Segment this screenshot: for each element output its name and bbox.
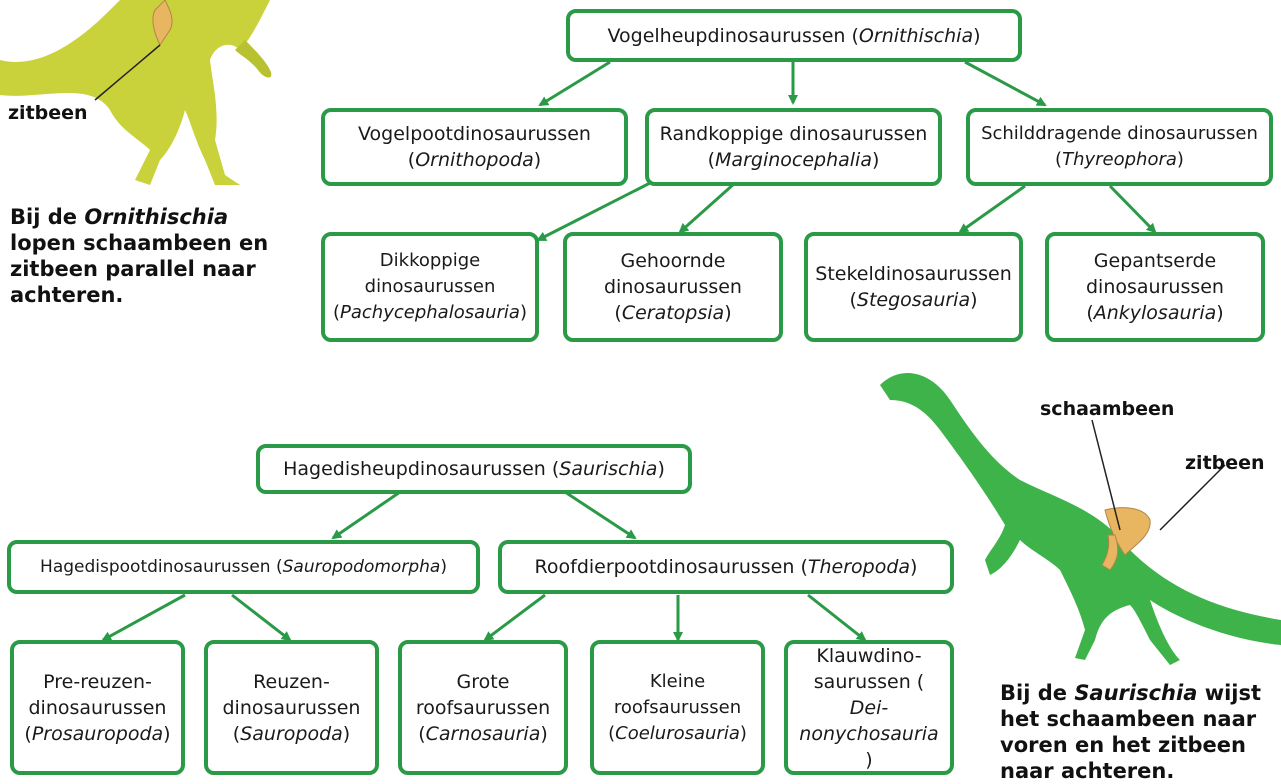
node-saurischia: Hagedisheupdinosaurussen (Saurischia) bbox=[256, 444, 692, 494]
arrow-thero-to-deinony bbox=[808, 595, 865, 640]
node-deino-line2-text: saurussen ( bbox=[814, 669, 924, 695]
node-marginocephalia: Randkoppige dinosaurussen (Marginocephal… bbox=[645, 108, 942, 186]
node-cerat-line1: Gehoornde bbox=[621, 248, 726, 274]
node-cerat-line2: dinosaurussen bbox=[604, 274, 742, 300]
arrow-thyr-to-stego bbox=[960, 186, 1025, 232]
arrow-orn-to-thyreophora bbox=[965, 62, 1045, 105]
node-deino-line2: saurussen (Dei- bbox=[814, 669, 924, 721]
node-theropoda: Roofdierpootdinosaurussen (Theropoda) bbox=[498, 540, 954, 594]
node-carno-line2: roofsaurussen bbox=[416, 695, 550, 721]
node-sauropoda-line2: dinosaurussen bbox=[223, 695, 361, 721]
node-sauropoda-line1: Reuzen- bbox=[253, 669, 330, 695]
node-coeluro-latin: Coelurosauria bbox=[615, 723, 740, 744]
node-ornithischia-text: Vogelheupdinosaurussen (Ornithischia) bbox=[607, 23, 980, 49]
node-pachy-line2: dinosaurussen bbox=[365, 274, 496, 300]
node-pachy-latin: Pachycephalosauria bbox=[340, 302, 520, 323]
node-prosauro-line1: Pre-reuzen- bbox=[43, 669, 152, 695]
node-prosauro-latin-line: (Prosauropoda) bbox=[24, 721, 170, 747]
node-saurischia-latin: Saurischia bbox=[559, 458, 657, 480]
node-coeluro-latin-line: (Coelurosauria) bbox=[608, 721, 747, 747]
arrow-marg-to-cerat bbox=[680, 183, 735, 232]
node-sauropoda: Reuzen- dinosaurussen (Sauropoda) bbox=[204, 640, 379, 775]
node-theropoda-latin: Theropoda bbox=[808, 556, 910, 578]
node-carno-latin: Carnosauria bbox=[426, 723, 541, 745]
node-coeluro-line1: Kleine bbox=[650, 669, 705, 695]
node-ornithopoda-name: Vogelpootdinosaurussen bbox=[358, 121, 591, 147]
node-prosauro-line2: dinosaurussen bbox=[29, 695, 167, 721]
arrow-sauro-to-sauropoda bbox=[232, 595, 290, 640]
node-sauropodomorpha: Hagedispootdinosaurussen (Sauropodomorph… bbox=[7, 540, 480, 594]
node-sauropodomorpha-name: Hagedispootdinosaurussen bbox=[40, 557, 271, 577]
node-sauropodomorpha-text: Hagedispootdinosaurussen (Sauropodomorph… bbox=[40, 554, 447, 580]
node-pachycephalosauria: Dikkoppige dinosaurussen (Pachycephalosa… bbox=[321, 232, 539, 342]
node-cerat-latin: Ceratopsia bbox=[622, 302, 724, 324]
node-ornithopoda: Vogelpootdinosaurussen (Ornithopoda) bbox=[321, 108, 628, 186]
node-cerat-latin-line: (Ceratopsia) bbox=[614, 300, 731, 326]
node-pachy-latin-line: (Pachycephalosauria) bbox=[333, 300, 527, 326]
node-sauropodomorpha-latin: Sauropodomorpha bbox=[283, 557, 441, 577]
node-thyreophora: Schilddragende dinosaurussen (Thyreophor… bbox=[966, 108, 1273, 186]
node-coelurosauria: Kleine roofsaurussen (Coelurosauria) bbox=[590, 640, 765, 775]
node-deino-line3: nonychosauria) bbox=[799, 721, 938, 773]
node-ornithischia: Vogelheupdinosaurussen (Ornithischia) bbox=[566, 9, 1022, 62]
arrow-sauro-to-prosauro bbox=[103, 595, 185, 640]
node-theropoda-name: Roofdierpootdinosaurussen bbox=[535, 556, 795, 578]
node-carnosauria: Grote roofsaurussen (Carnosauria) bbox=[398, 640, 568, 775]
node-ankylosauria: Gepantserde dinosaurussen (Ankylosauria) bbox=[1045, 232, 1265, 342]
node-stegosauria: Stekeldinosaurussen (Stegosauria) bbox=[804, 232, 1023, 342]
node-ankylo-latin-line: (Ankylosauria) bbox=[1086, 300, 1223, 326]
node-marginocephalia-name: Randkoppige dinosaurussen bbox=[660, 121, 928, 147]
node-sauropoda-latin-line: (Sauropoda) bbox=[233, 721, 350, 747]
node-prosauro-latin: Prosauropoda bbox=[32, 723, 163, 745]
node-carno-latin-line: (Carnosauria) bbox=[418, 721, 548, 747]
node-ornithischia-latin: Ornithischia bbox=[859, 25, 973, 47]
node-prosauropoda: Pre-reuzen- dinosaurussen (Prosauropoda) bbox=[10, 640, 185, 775]
arrow-thero-to-carno bbox=[485, 595, 545, 640]
node-marginocephalia-latin: Marginocephalia bbox=[715, 149, 872, 171]
node-marginocephalia-latin-line: (Marginocephalia) bbox=[708, 147, 880, 173]
node-saurischia-name: Hagedisheupdinosaurussen bbox=[283, 458, 546, 480]
node-deino-latin-a: Dei- bbox=[850, 697, 888, 719]
node-deino-latin-b: nonychosauria bbox=[799, 723, 938, 745]
node-deinonychosauria: Klauwdino- saurussen (Dei- nonychosauria… bbox=[784, 640, 954, 775]
node-stego-latin: Stegosauria bbox=[857, 289, 970, 311]
node-ornithopoda-latin-line: (Ornithopoda) bbox=[408, 147, 541, 173]
node-stego-latin-line: (Stegosauria) bbox=[849, 287, 977, 313]
node-thyreophora-latin-line: (Thyreophora) bbox=[1055, 147, 1184, 173]
arrow-thyr-to-ankylo bbox=[1110, 186, 1155, 232]
node-ankylo-latin: Ankylosauria bbox=[1094, 302, 1217, 324]
node-ankylo-line1: Gepantserde bbox=[1094, 248, 1216, 274]
arrow-saur-to-sauropodo bbox=[333, 492, 400, 538]
node-ornithopoda-latin: Ornithopoda bbox=[415, 149, 534, 171]
node-ornithischia-name: Vogelheupdinosaurussen bbox=[607, 25, 845, 47]
node-deino-line3-end: ) bbox=[799, 747, 938, 773]
node-stego-line1: Stekeldinosaurussen bbox=[815, 261, 1011, 287]
node-coeluro-line2: roofsaurussen bbox=[614, 695, 741, 721]
node-thyreophora-name: Schilddragende dinosaurussen bbox=[981, 121, 1258, 147]
node-deino-line1: Klauwdino- bbox=[816, 643, 921, 669]
node-ankylo-line2: dinosaurussen bbox=[1086, 274, 1224, 300]
node-theropoda-text: Roofdierpootdinosaurussen (Theropoda) bbox=[535, 554, 918, 580]
node-sauropoda-latin: Sauropoda bbox=[240, 723, 343, 745]
arrow-orn-to-ornithopoda bbox=[540, 62, 610, 105]
node-carno-line1: Grote bbox=[457, 669, 510, 695]
arrow-saur-to-thero bbox=[565, 492, 635, 538]
node-saurischia-text: Hagedisheupdinosaurussen (Saurischia) bbox=[283, 456, 665, 482]
node-thyreophora-latin: Thyreophora bbox=[1062, 149, 1177, 170]
node-pachy-line1: Dikkoppige bbox=[380, 248, 480, 274]
node-ceratopsia: Gehoornde dinosaurussen (Ceratopsia) bbox=[563, 232, 783, 342]
